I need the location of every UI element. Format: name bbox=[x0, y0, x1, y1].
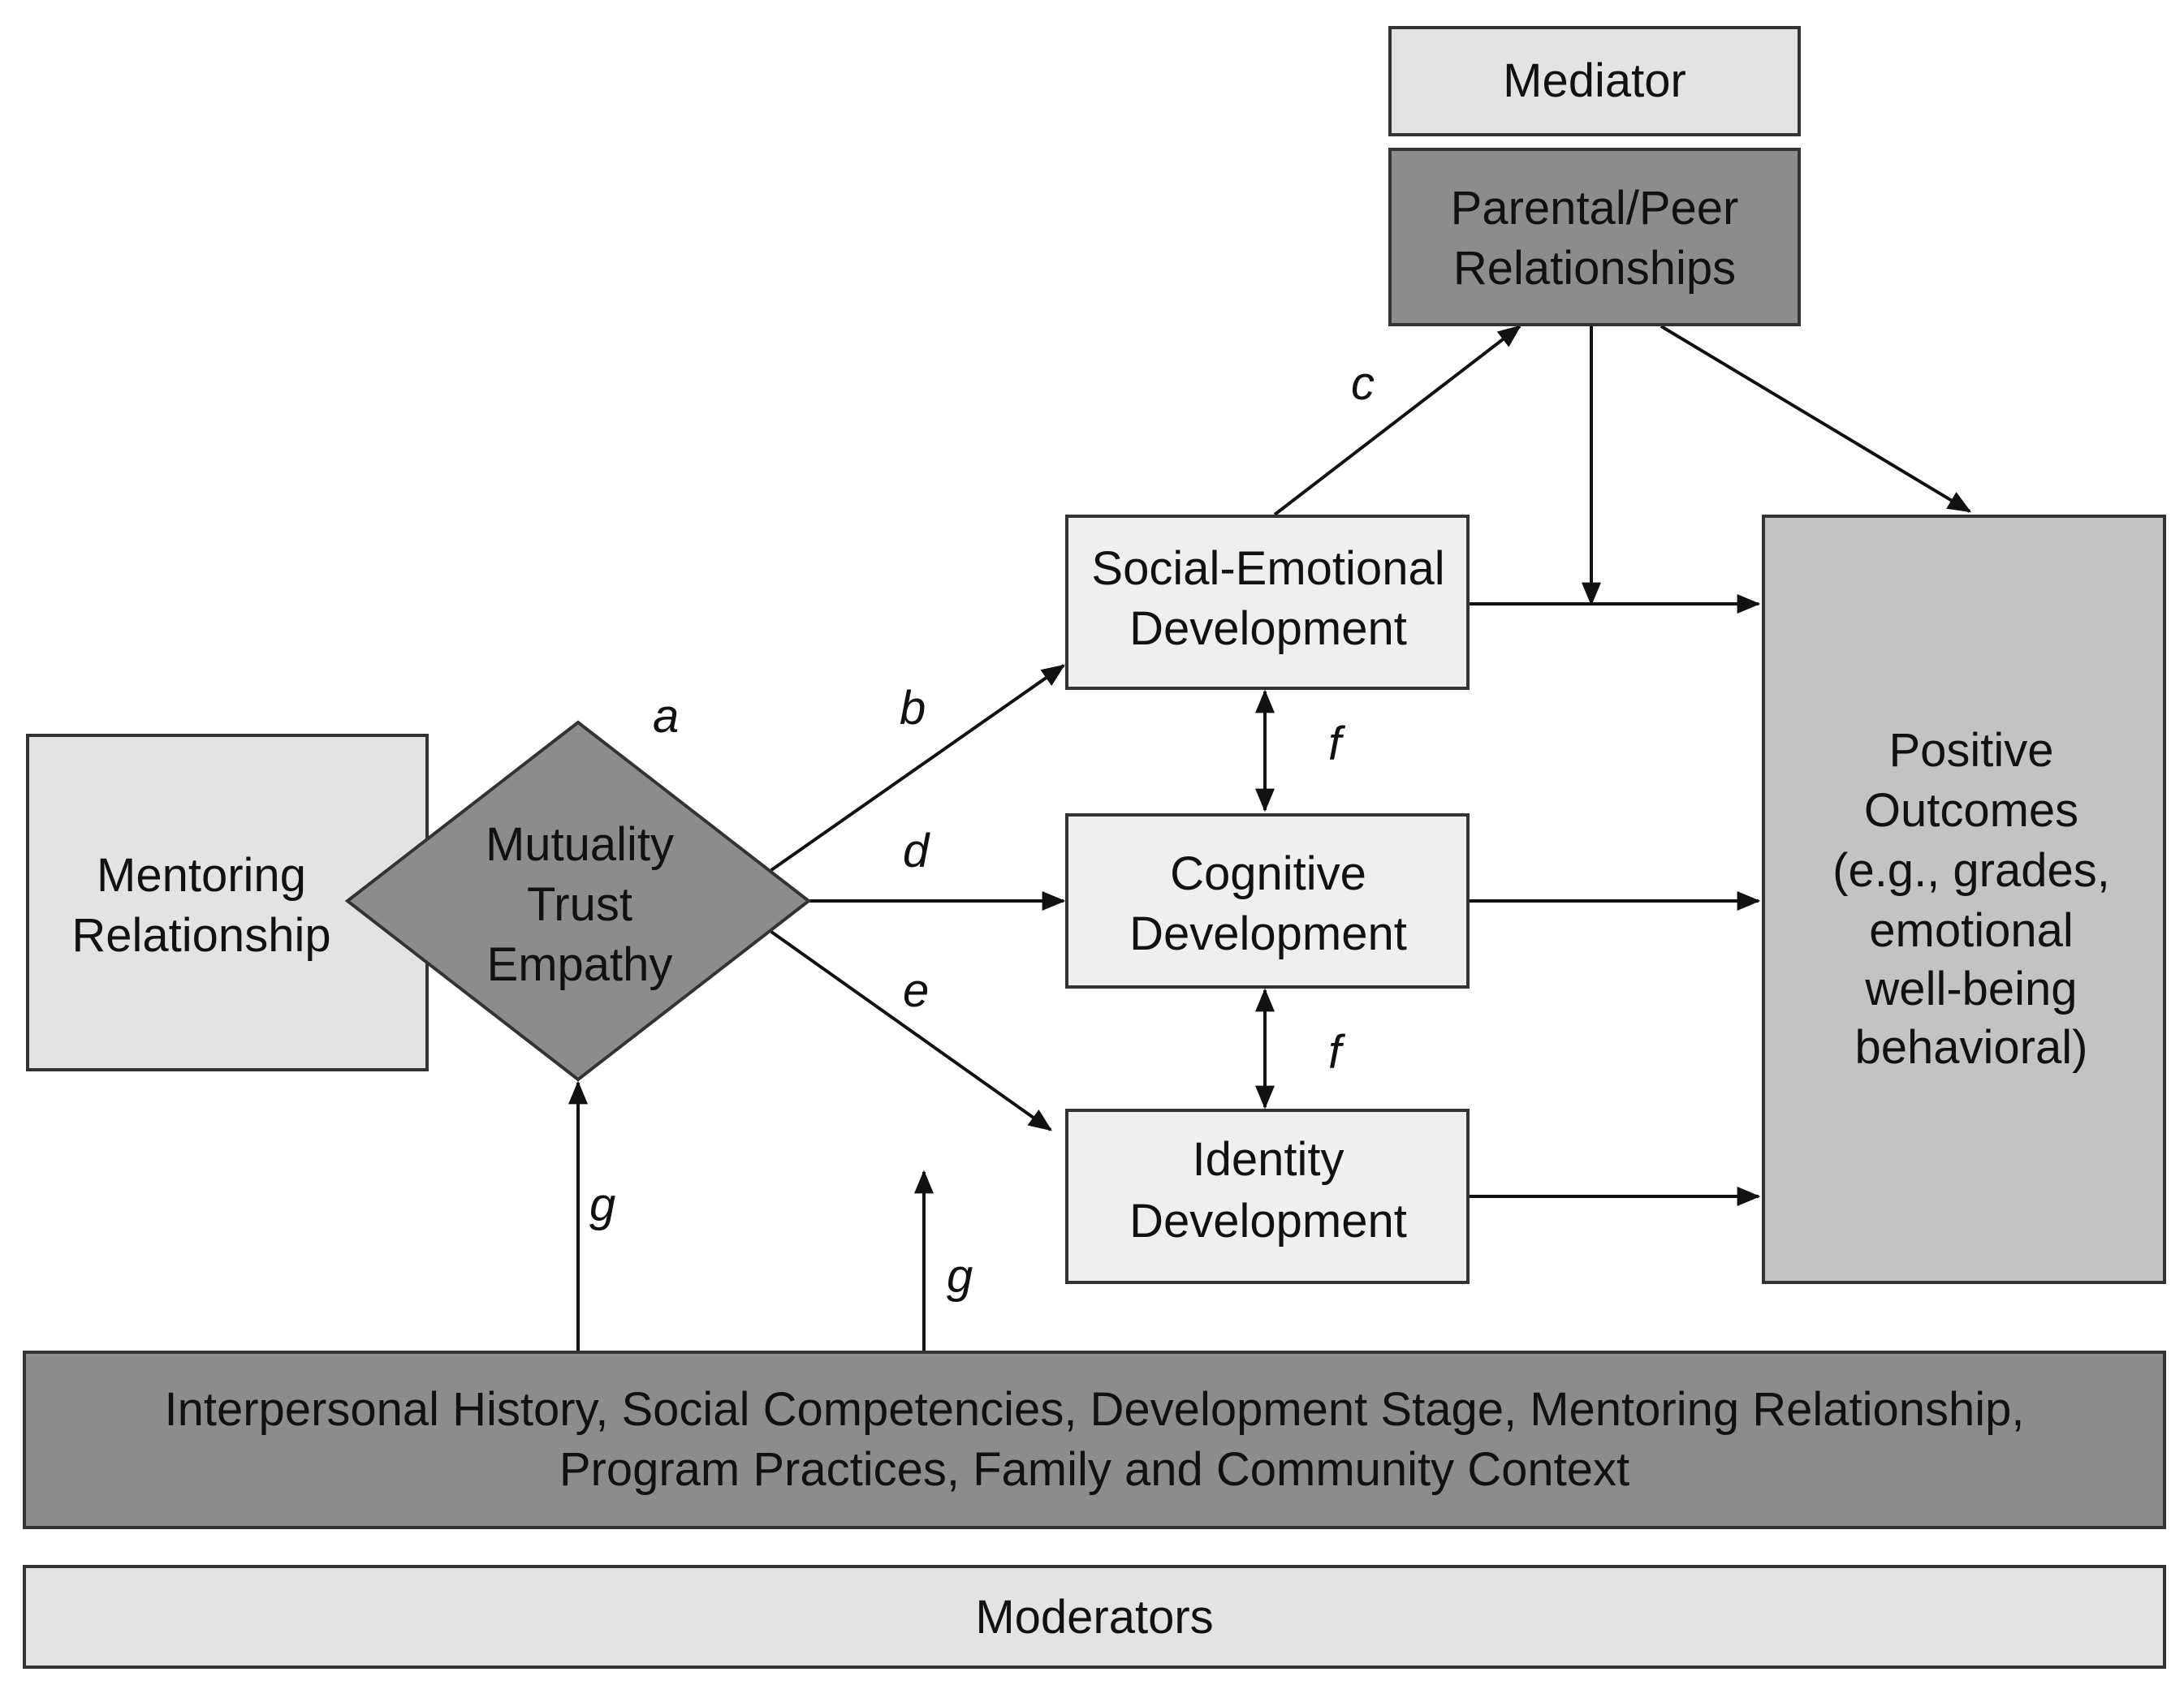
context-label-line2: Program Practices, Family and Community … bbox=[559, 1443, 1629, 1496]
arrow-parental-to-outcomes bbox=[1660, 325, 1972, 513]
trust-label: Trust bbox=[527, 878, 632, 931]
edge-label-d: d bbox=[903, 825, 930, 877]
arrow-e-diamond-to-identity bbox=[770, 930, 1052, 1131]
mentoring-label-line2: Relationship bbox=[71, 909, 330, 962]
cognitive-label-line1: Cognitive bbox=[1170, 847, 1366, 900]
connectors bbox=[568, 325, 1972, 1351]
identity-box: Identity Development bbox=[1065, 1109, 1470, 1284]
arrow-c-social-to-parental bbox=[1273, 325, 1521, 516]
outcomes-label-line2: Outcomes bbox=[1864, 784, 2078, 837]
mentoring-relationship-box: Mentoring Relationship bbox=[26, 734, 429, 1071]
mediator-box: Mediator bbox=[1388, 26, 1801, 136]
context-factors-box: Interpersonal History, Social Competenci… bbox=[23, 1351, 2166, 1529]
context-label-line1: Interpersonal History, Social Competenci… bbox=[164, 1383, 2024, 1436]
edge-label-e: e bbox=[903, 964, 929, 1017]
outcomes-label-line1: Positive bbox=[1888, 724, 2053, 777]
edge-label-g-left: g bbox=[589, 1179, 615, 1231]
edge-label-f-lower: f bbox=[1328, 1026, 1346, 1079]
outcomes-label-line5: well-being bbox=[1864, 963, 2077, 1015]
edge-label-g-right: g bbox=[947, 1250, 973, 1303]
edge-label-a: a bbox=[653, 690, 679, 743]
edge-label-b: b bbox=[900, 682, 926, 735]
positive-outcomes-box: Positive Outcomes (e.g., grades, emotion… bbox=[1762, 515, 2166, 1284]
social-emotional-label-line1: Social-Emotional bbox=[1091, 542, 1444, 595]
mediator-label: Mediator bbox=[1503, 54, 1686, 107]
outcomes-label-line6: behavioral) bbox=[1855, 1021, 2088, 1074]
outcomes-label-line3: (e.g., grades, bbox=[1832, 844, 2110, 897]
cognitive-label-line2: Development bbox=[1129, 907, 1407, 960]
empathy-label: Empathy bbox=[487, 938, 673, 991]
edge-label-f-upper: f bbox=[1328, 718, 1346, 770]
identity-label-line1: Identity bbox=[1193, 1133, 1344, 1186]
arrow-b-diamond-to-social bbox=[770, 664, 1065, 872]
mentoring-label-line1: Mentoring bbox=[97, 849, 306, 902]
social-emotional-box: Social-Emotional Development bbox=[1065, 515, 1470, 690]
outcomes-label-line4: emotional bbox=[1869, 904, 2073, 957]
social-emotional-label-line2: Development bbox=[1129, 602, 1407, 655]
parental-peer-box: Parental/Peer Relationships bbox=[1388, 148, 1801, 326]
mutuality-label: Mutuality bbox=[486, 818, 674, 871]
edge-label-c: c bbox=[1351, 357, 1375, 410]
parental-peer-label-line2: Relationships bbox=[1453, 242, 1736, 295]
moderators-label: Moderators bbox=[975, 1591, 1213, 1644]
cognitive-box: Cognitive Development bbox=[1065, 813, 1470, 989]
moderators-box: Moderators bbox=[23, 1565, 2166, 1669]
mutuality-trust-empathy-diamond: Mutuality Trust Empathy bbox=[344, 720, 812, 1082]
identity-label-line2: Development bbox=[1129, 1195, 1407, 1248]
parental-peer-label-line1: Parental/Peer bbox=[1451, 182, 1739, 235]
